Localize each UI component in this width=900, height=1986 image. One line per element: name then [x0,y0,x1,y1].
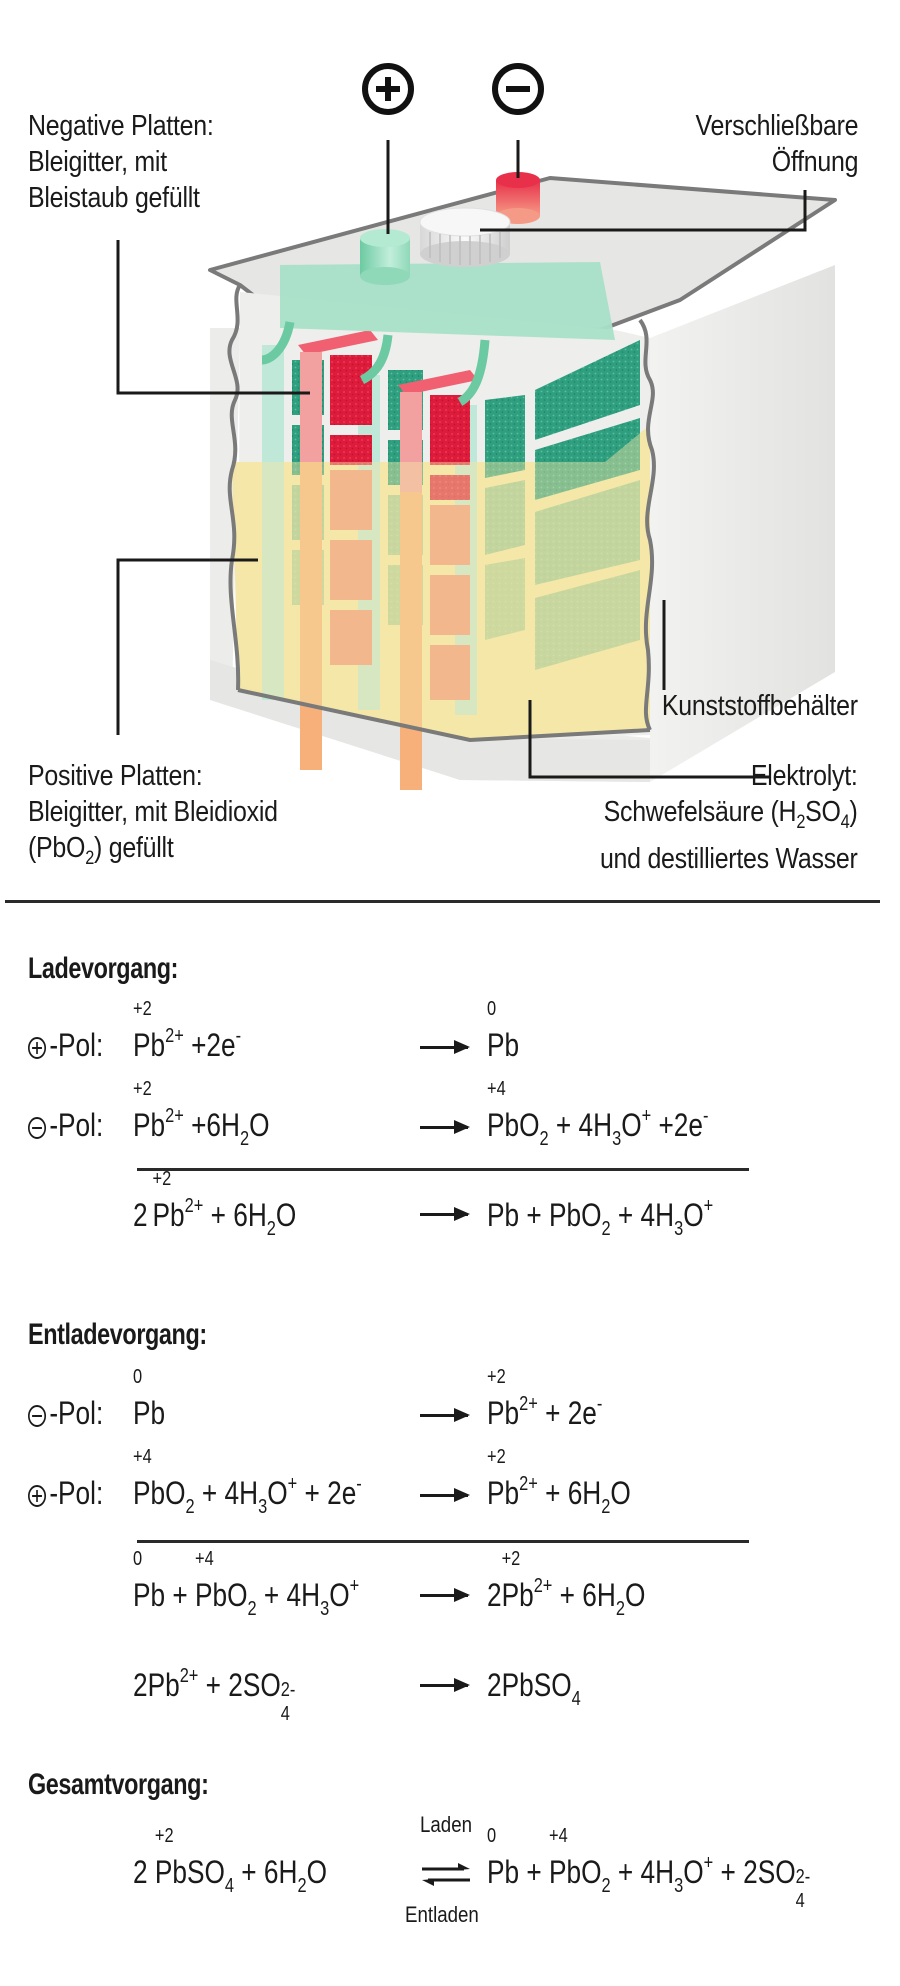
minus-pole-icon [28,1117,47,1139]
label-line: Elektrolyt: [751,760,858,792]
leader-lines [116,140,807,779]
label-line: Bleigitter, mit Bleidioxid [28,796,278,828]
label-line: Negative Platten: [28,110,214,142]
reaction-arrow [420,1588,470,1602]
minus-pole-icon [28,1405,47,1427]
container-right-side [650,265,835,782]
reaction-arrow [420,1040,470,1054]
cutaway-edge-left [227,283,242,691]
reaction-arrow [420,1488,470,1502]
lead-acid-battery-illustration [116,140,837,790]
plus-pole-icon [28,1485,47,1507]
label-line: (PbO2) gefüllt [28,832,174,869]
negative-terminal [496,172,540,224]
label-line: Bleistaub gefüllt [28,182,200,214]
label-container: Kunststoffbehälter [662,688,858,724]
arrow-label-charge: Laden [420,1812,473,1837]
reaction-arrow [420,1408,470,1422]
discharging-sum-rule [137,1540,749,1543]
reaction-arrow [420,1678,470,1692]
positive-plates [298,330,478,790]
cutaway-edge-bottom [237,688,651,743]
discharging-row-1-pole: -Pol: [28,1393,103,1433]
discharging-row-2-pole: -Pol: [28,1473,103,1513]
negative-terminal-symbol-icon [492,63,544,115]
container-front-wall [210,328,650,782]
label-line: und destilliertes Wasser [600,842,858,875]
cutaway-edge-right [638,318,656,731]
label-electrolyte: Elektrolyt: Schwefelsäure (H2SO4) und de… [600,758,858,877]
equilibrium-arrows-icon [422,1863,470,1886]
vent-cap [419,207,511,267]
label-line: Kunststoffbehälter [662,690,858,722]
label-line: Bleigitter, mit [28,146,167,178]
charging-row-2-pole: -Pol: [28,1105,103,1145]
reaction-arrow [420,1207,470,1221]
charging-sum-rule [137,1168,749,1171]
arrow-label-discharge: Entladen [405,1902,479,1927]
section-divider [5,900,880,903]
label-closable-opening: Verschließbare Öffnung [695,108,858,180]
heading-discharging: Entladevorgang: [28,1318,207,1351]
bus-bar [280,262,615,340]
positive-terminal-symbol-icon [362,63,414,115]
charging-sum-right: Pb + PbO2 + 4H3O+ [487,1195,714,1240]
plus-pole-icon [28,1037,47,1059]
precipitation-right: 2PbSO4 [487,1667,581,1710]
heading-charging: Ladevorgang: [28,952,179,985]
label-line: Öffnung [771,146,859,178]
label-positive-plates: Positive Platten: Bleigitter, mit Bleidi… [28,758,278,877]
positive-terminal [360,229,410,285]
label-line: Positive Platten: [28,760,203,792]
label-line: Verschließbare [695,110,858,142]
label-line: Schwefelsäure (H2SO4) [604,796,858,833]
label-negative-plates: Negative Platten: Bleigitter, mit Bleist… [28,108,214,216]
charging-row-1-pole: -Pol: [28,1025,103,1065]
heading-overall: Gesamtvorgang: [28,1768,209,1801]
reaction-arrow [420,1120,470,1134]
